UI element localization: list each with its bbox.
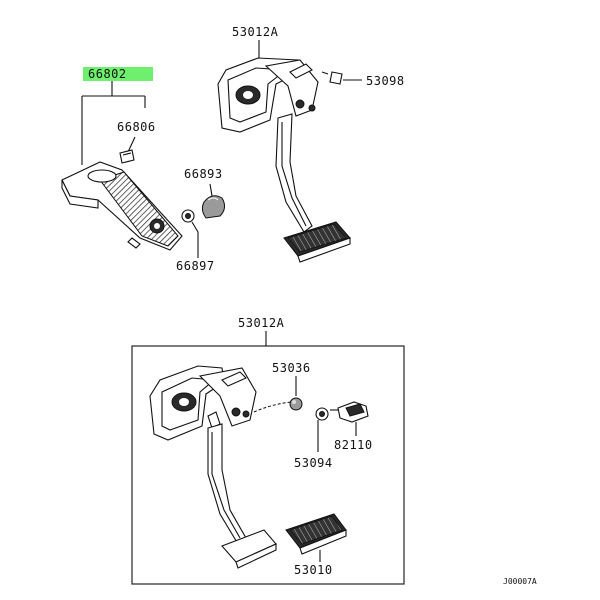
part-number-66893[interactable]: 66893	[184, 167, 223, 181]
box-pedal-pad-icon	[285, 513, 347, 555]
part-number-82110[interactable]: 82110	[334, 438, 373, 452]
dashed-leader	[253, 401, 293, 413]
top-pedal-arm-icon	[275, 113, 313, 233]
pad-bolt-icon	[119, 149, 135, 164]
box-pedal-foot-icon	[221, 529, 277, 569]
part-number-66806[interactable]: 66806	[117, 120, 156, 134]
part-highlight	[83, 67, 153, 81]
stopper-bolt-icon	[321, 71, 343, 85]
stop-lamp-switch-icon	[330, 401, 369, 423]
top-pedal-pad-icon	[283, 221, 351, 263]
pad-assembly-group: 66802 66806 66893 6689	[61, 67, 226, 273]
box-pedal-arm-icon	[207, 423, 247, 545]
stopper-icon	[289, 397, 303, 411]
nut-icon	[181, 209, 195, 223]
cushion-icon	[201, 195, 226, 219]
leader-66802	[81, 81, 146, 165]
part-number-53094[interactable]: 53094	[294, 456, 333, 470]
assembly-frame	[131, 345, 405, 585]
figure-code: J00007A	[503, 577, 537, 586]
part-number-66802[interactable]: 66802	[88, 67, 127, 81]
part-number-66897[interactable]: 66897	[176, 259, 215, 273]
part-number-53010[interactable]: 53010	[294, 563, 333, 577]
part-number-53012a-top[interactable]: 53012A	[232, 25, 279, 39]
leader-66893	[209, 183, 213, 197]
top-pedal-assembly-group: 53012A 53098	[217, 25, 405, 263]
part-number-53098[interactable]: 53098	[366, 74, 405, 88]
top-pedal-bracket-icon	[217, 57, 319, 133]
bushing-icon	[315, 407, 329, 421]
part-number-53036[interactable]: 53036	[272, 361, 311, 375]
leader-66897	[191, 221, 199, 258]
box-assembly-group: 53012A 53036	[131, 316, 405, 585]
pedal-pad-icon	[61, 161, 183, 251]
leader-66806	[127, 136, 136, 153]
part-number-53012a-box[interactable]: 53012A	[238, 316, 285, 330]
box-pedal-bracket-icon	[149, 365, 257, 441]
